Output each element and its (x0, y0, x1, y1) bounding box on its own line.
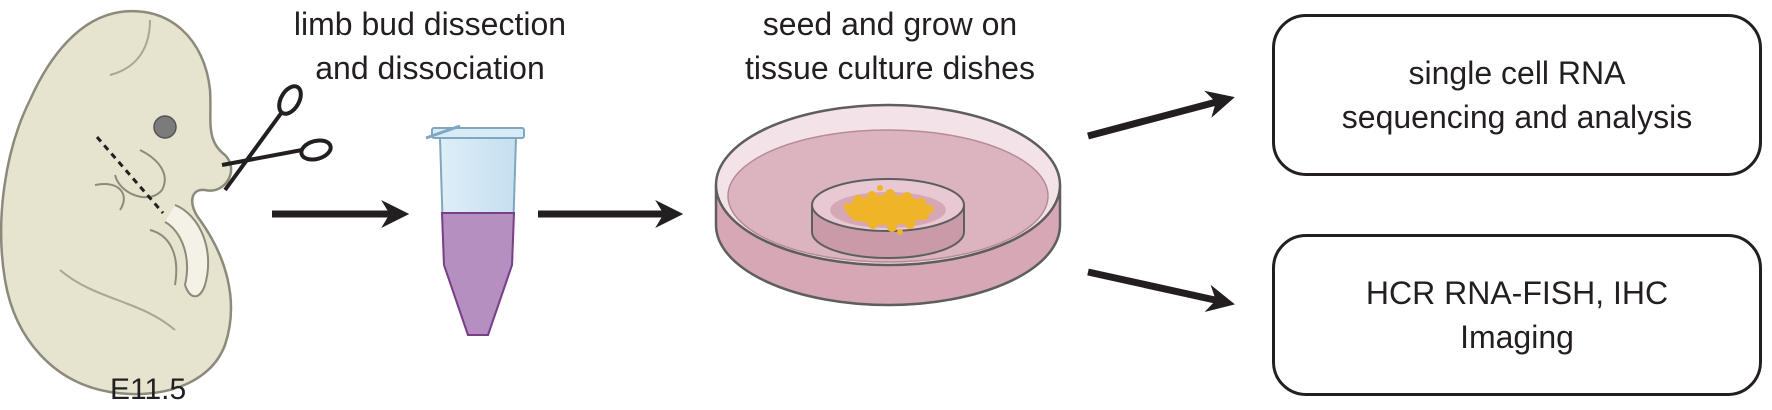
dissection-label: limb bud dissection and dissociation (250, 2, 610, 90)
dissection-line-2: and dissociation (315, 50, 545, 86)
cell-cluster (844, 185, 934, 235)
imaging-line-2: Imaging (1460, 319, 1574, 355)
scissors-icon (221, 84, 333, 192)
dissection-line-1: limb bud dissection (293, 6, 567, 42)
embryo-stage-label: E11.5 (110, 373, 187, 406)
sequencing-line-1: single cell RNA (1408, 55, 1626, 91)
imaging-line-1: HCR RNA-FISH, IHC (1365, 275, 1669, 311)
culture-line-2: tissue culture dishes (745, 50, 1035, 86)
sequencing-line-2: sequencing and analysis (1341, 99, 1693, 135)
culture-line-1: seed and grow on (762, 6, 1018, 42)
petri-dish-icon (714, 103, 1062, 307)
arrow-icon (1087, 90, 1235, 140)
imaging-box: HCR RNA-FISH, IHC Imaging (1272, 234, 1762, 396)
arrow-icon (1087, 268, 1235, 313)
microtube-icon (425, 124, 525, 336)
embryo-icon (0, 9, 233, 396)
sequencing-box: single cell RNA sequencing and analysis (1272, 14, 1762, 176)
culture-label: seed and grow on tissue culture dishes (700, 2, 1080, 90)
